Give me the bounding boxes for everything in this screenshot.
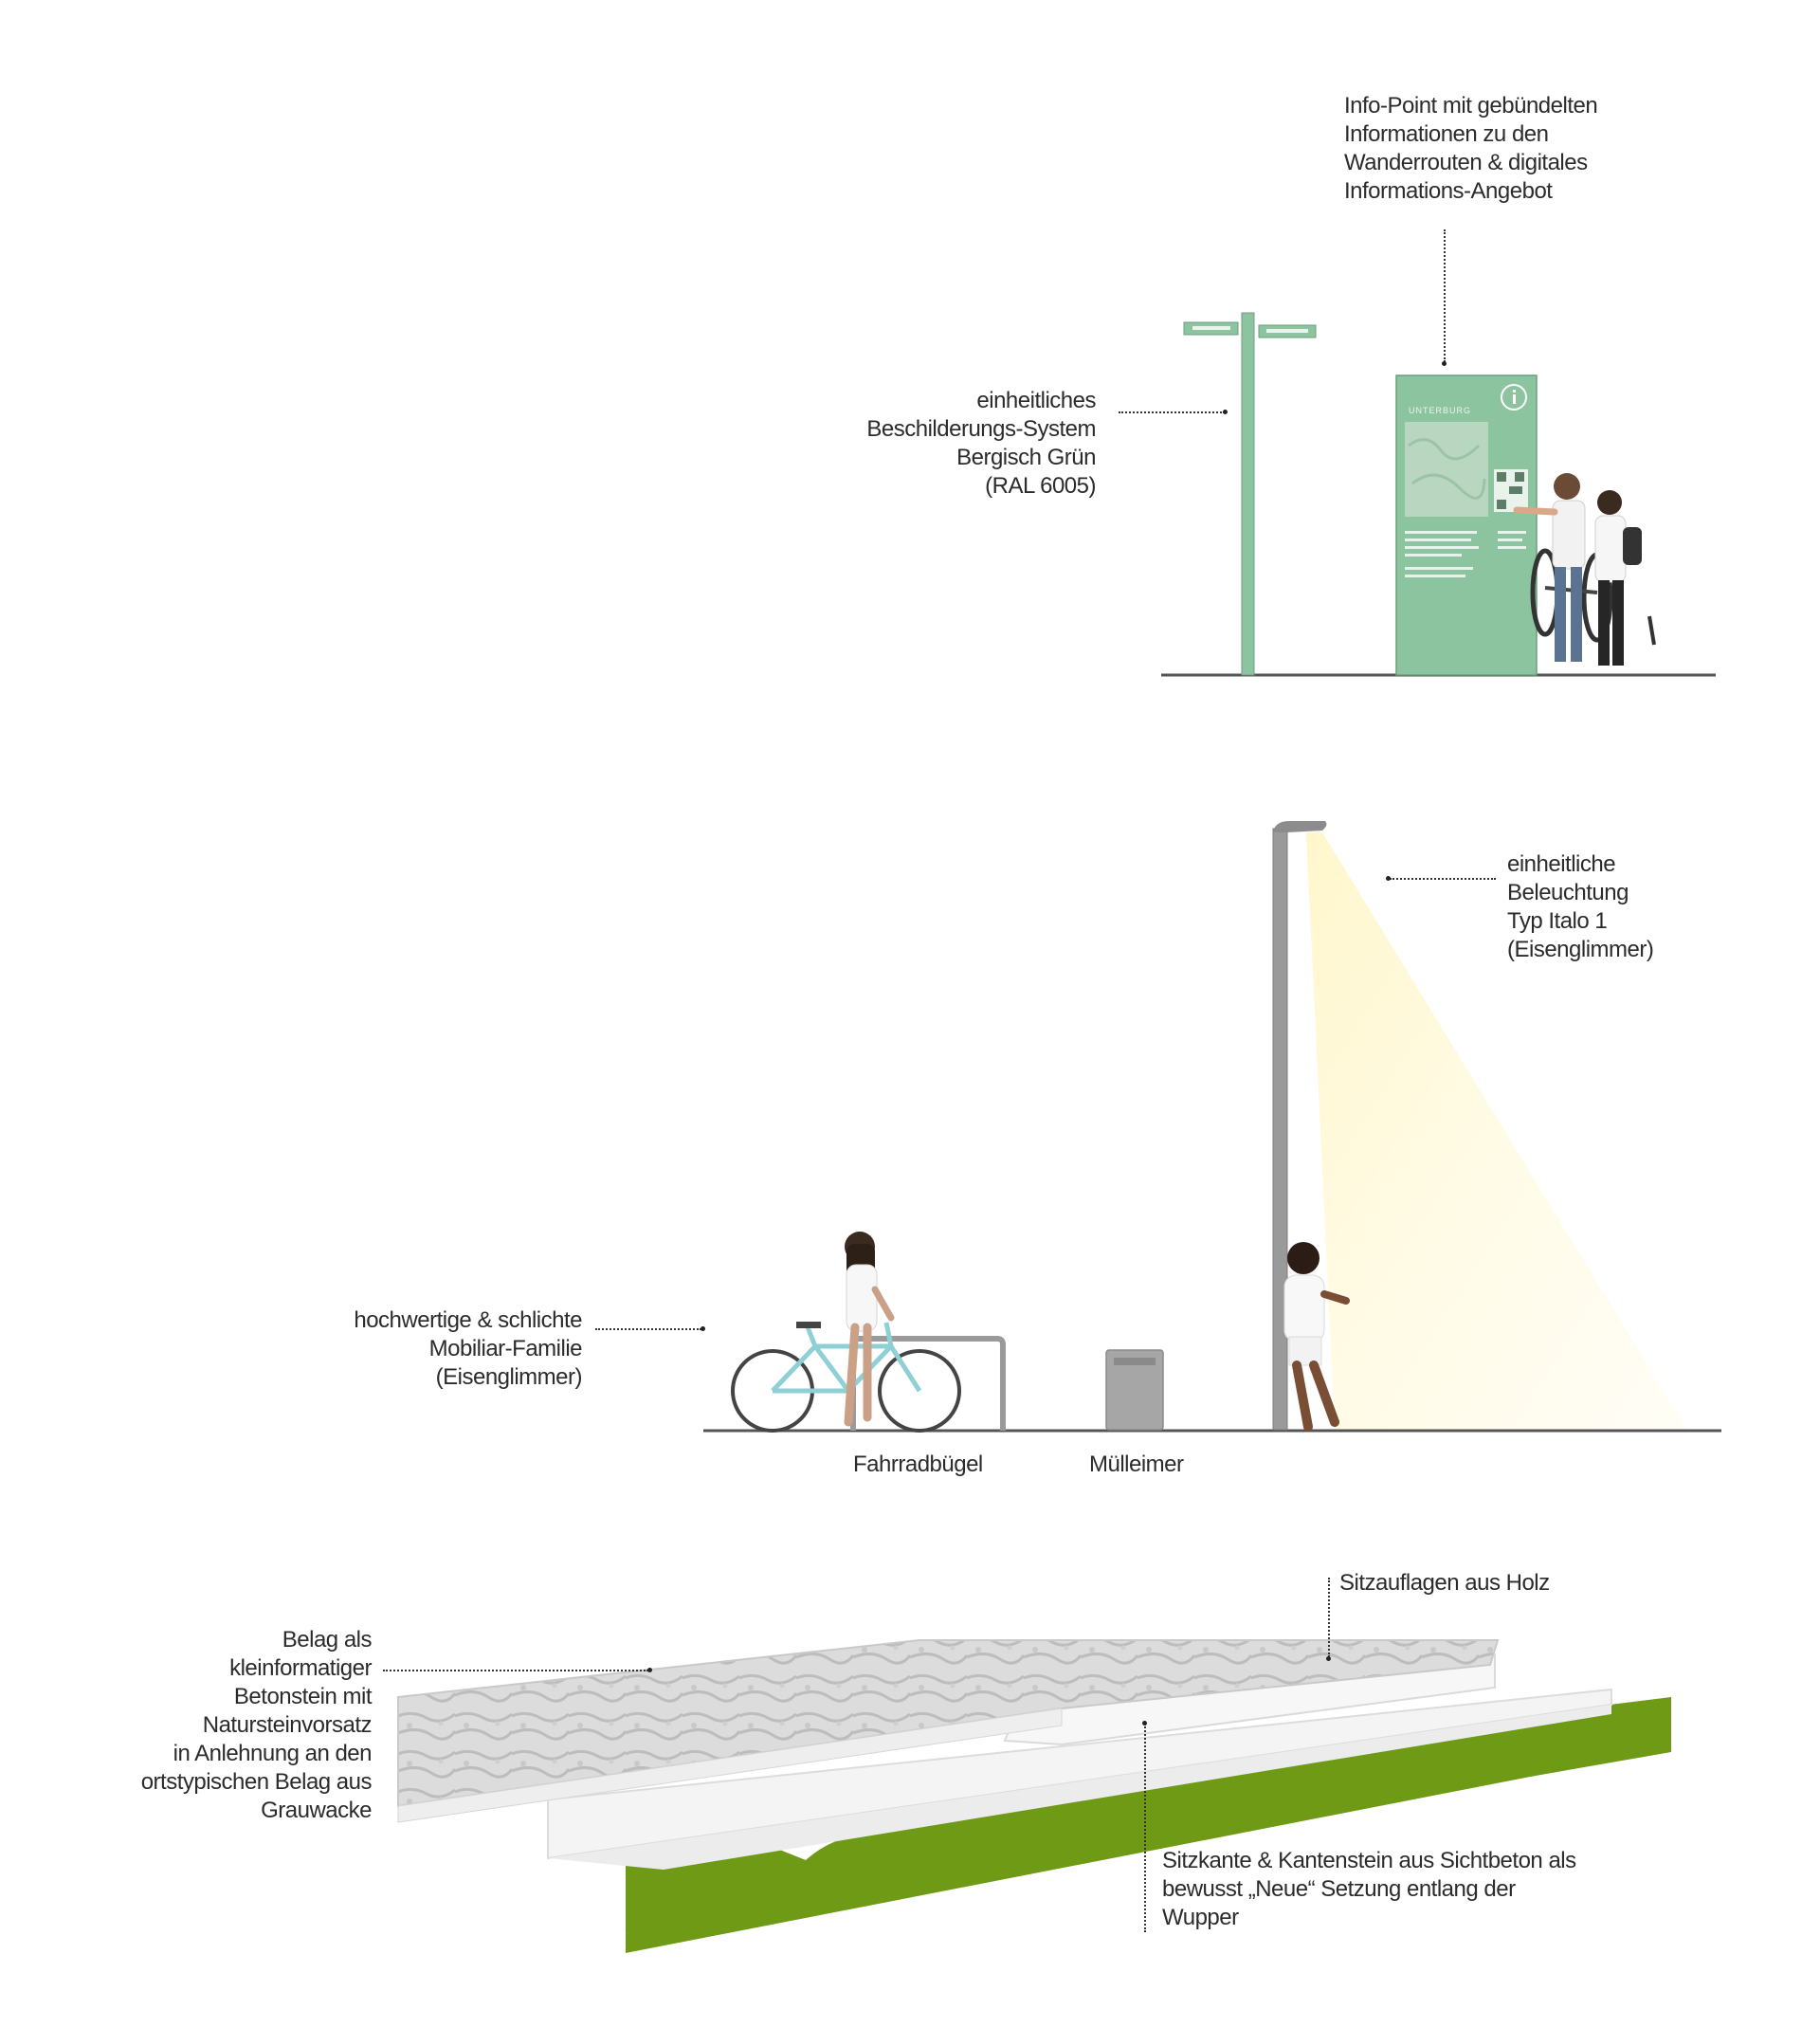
furniture-label: hochwertige & schlichte Mobiliar-Familie… — [354, 1307, 582, 1390]
paving-scene — [397, 1639, 1671, 1953]
paving-leader-dot — [647, 1668, 652, 1672]
seating-leader — [1328, 1578, 1330, 1657]
furniture-scene — [703, 821, 1721, 1433]
infopoint-leader — [1444, 229, 1446, 362]
signpost-leader-dot — [1223, 410, 1228, 414]
waste-bin — [1105, 1349, 1164, 1431]
infopoint-label: Info-Point mit gebündelten Informationen… — [1344, 93, 1598, 204]
bin-caption: Mülleimer — [1089, 1452, 1184, 1477]
edge-leader-dot — [1142, 1721, 1147, 1726]
signage-scene — [1161, 312, 1716, 677]
board-title: UNTERBURG — [1409, 406, 1472, 415]
signpost — [1183, 312, 1317, 676]
furniture-leader-dot — [701, 1326, 705, 1331]
light-cone — [1306, 832, 1687, 1430]
info-board — [1395, 374, 1538, 676]
person-with-bike — [844, 1232, 895, 1427]
edge-label: Sitzkante & Kantenstein aus Sichtbeton a… — [1162, 1848, 1576, 1930]
person-at-lamp — [1283, 1242, 1350, 1432]
signpost-label: einheitliches Beschilderungs-System Berg… — [866, 388, 1096, 499]
lighting-label: einheitliche Beleuchtung Typ Italo 1 (Ei… — [1507, 851, 1654, 962]
lighting-leader — [1390, 878, 1496, 880]
lighting-leader-dot — [1386, 876, 1391, 881]
furniture-leader — [595, 1328, 701, 1330]
visitors-with-bikes — [1513, 473, 1656, 666]
paving-leader — [383, 1670, 648, 1671]
bike-rack-caption: Fahrradbügel — [853, 1452, 983, 1477]
infopoint-leader-dot — [1442, 361, 1447, 366]
seating-leader-dot — [1326, 1656, 1331, 1661]
signpost-leader — [1119, 411, 1225, 413]
edge-leader — [1144, 1724, 1146, 1932]
street-lamp — [1272, 821, 1327, 1431]
paving-label: Belag als kleinformatiger Betonstein mit… — [140, 1627, 373, 1823]
seating-label: Sitzauflagen aus Holz — [1339, 1570, 1550, 1596]
